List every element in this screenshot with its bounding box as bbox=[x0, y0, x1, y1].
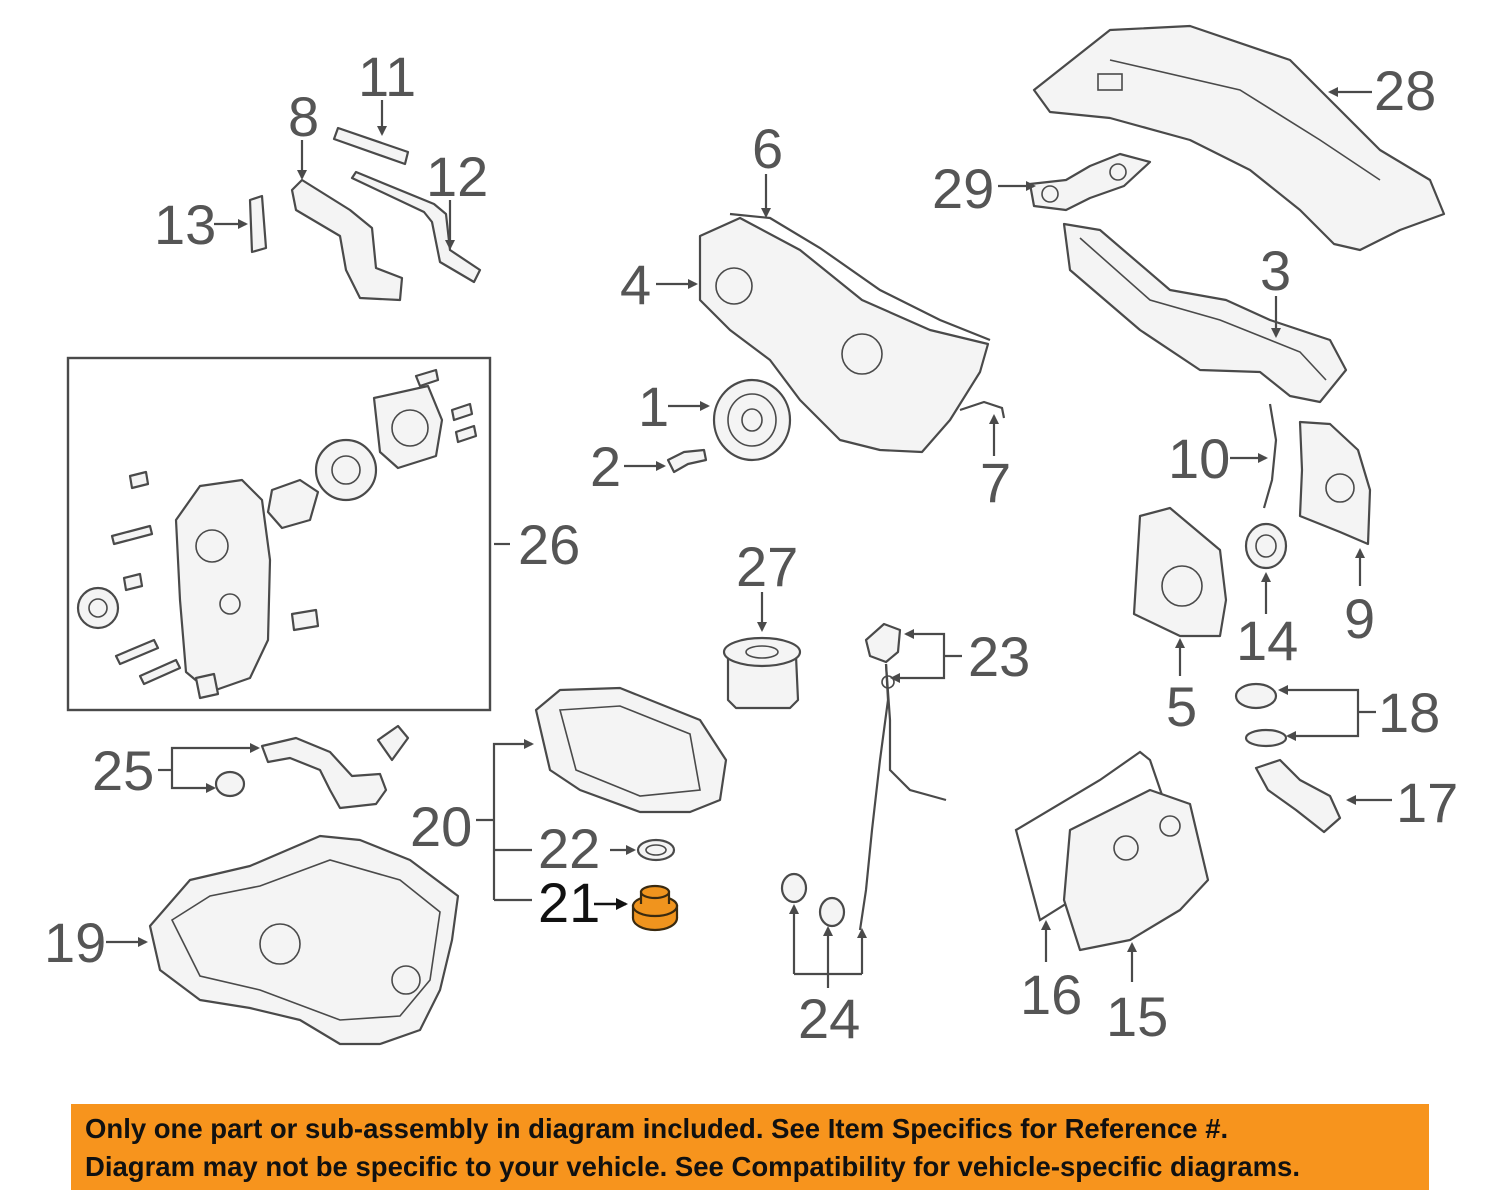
part-27-oil-filter bbox=[722, 636, 802, 710]
callout-24: 24 bbox=[798, 987, 860, 1050]
callout-7: 7 bbox=[980, 451, 1011, 514]
callout-15: 15 bbox=[1106, 985, 1168, 1048]
callout-20: 20 bbox=[410, 795, 472, 858]
part-11-seal bbox=[332, 126, 410, 166]
part-2-bolt bbox=[666, 448, 708, 474]
part-1-idler-pulley bbox=[712, 378, 792, 462]
callout-8: 8 bbox=[288, 85, 319, 148]
callout-13: 13 bbox=[154, 193, 216, 256]
part-17-filler-tube bbox=[1254, 758, 1342, 834]
callout-19: 19 bbox=[44, 911, 106, 974]
disclaimer-line-1: Only one part or sub-assembly in diagram… bbox=[85, 1113, 1229, 1144]
disclaimer-line-2: Diagram may not be specific to your vehi… bbox=[85, 1151, 1300, 1182]
callout-6: 6 bbox=[752, 117, 783, 180]
callout-1: 1 bbox=[638, 375, 669, 438]
callout-25: 25 bbox=[92, 739, 154, 802]
leader-lines bbox=[106, 87, 1392, 988]
callout-2: 2 bbox=[590, 435, 621, 498]
part-12-seal bbox=[350, 170, 482, 284]
part-3-timing-belt bbox=[1062, 222, 1348, 404]
callout-23: 23 bbox=[968, 625, 1030, 688]
part-5-cover bbox=[1132, 506, 1228, 638]
part-23-dipstick bbox=[858, 622, 947, 931]
part-24-o-rings bbox=[780, 872, 846, 928]
callout-5: 5 bbox=[1166, 675, 1197, 738]
callout-18: 18 bbox=[1378, 681, 1440, 744]
callout-28: 28 bbox=[1374, 59, 1436, 122]
part-25-oil-strainer bbox=[214, 724, 410, 810]
disclaimer-banner: Only one part or sub-assembly in diagram… bbox=[71, 1104, 1429, 1190]
callout-21: 21 bbox=[538, 871, 600, 934]
callout-29: 29 bbox=[932, 157, 994, 220]
callout-12: 12 bbox=[426, 145, 488, 208]
part-28-intake-manifold bbox=[1032, 24, 1446, 252]
callout-26: 26 bbox=[518, 513, 580, 576]
part-21-drain-plug-highlighted bbox=[631, 884, 679, 932]
callout-3: 3 bbox=[1260, 239, 1291, 302]
part-9-cover bbox=[1298, 420, 1372, 546]
callout-labels: 11 8 12 13 6 4 1 2 7 28 29 3 10 9 14 5 2… bbox=[44, 45, 1458, 1050]
callout-9: 9 bbox=[1344, 587, 1375, 650]
callout-27: 27 bbox=[736, 535, 798, 598]
callout-11: 11 bbox=[358, 45, 416, 108]
callout-14: 14 bbox=[1236, 609, 1298, 672]
part-10-seal bbox=[1262, 403, 1278, 509]
part-14-seal bbox=[1244, 522, 1288, 570]
part-4-timing-cover bbox=[698, 216, 990, 454]
part-13-block bbox=[248, 194, 268, 254]
callout-22: 22 bbox=[538, 817, 600, 880]
callout-4: 4 bbox=[620, 253, 651, 316]
part-29-gasket bbox=[1028, 152, 1152, 212]
callout-16: 16 bbox=[1020, 963, 1082, 1026]
callout-17: 17 bbox=[1396, 771, 1458, 834]
part-15-cover bbox=[1062, 788, 1210, 952]
part-26-oil-pump-assembly bbox=[66, 356, 492, 712]
part-18-cap bbox=[1234, 682, 1288, 748]
part-7-bracket bbox=[959, 400, 1006, 419]
part-20-oil-pan bbox=[534, 686, 728, 814]
part-19-oil-pan bbox=[148, 834, 460, 1046]
part-22-gasket bbox=[636, 838, 676, 862]
callout-10: 10 bbox=[1168, 427, 1230, 490]
part-8-seal bbox=[290, 178, 404, 302]
